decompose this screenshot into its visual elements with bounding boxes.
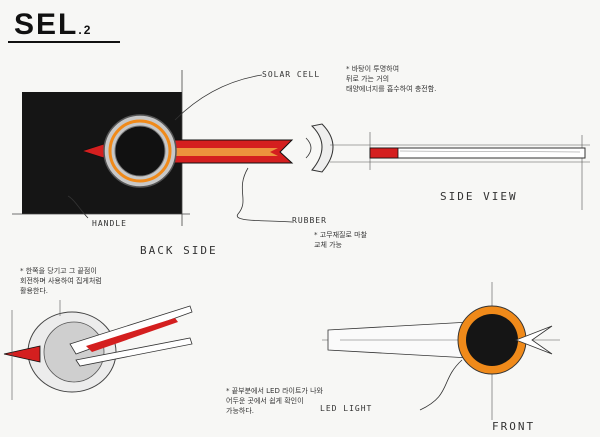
persp-inner — [43, 321, 105, 383]
rubber-pointer — [236, 167, 293, 223]
handle-pointer — [67, 195, 89, 219]
solar-cell-pointer — [174, 74, 263, 121]
note-left-line: 회전하며 사용하여 집게처럼 — [20, 277, 102, 285]
sheet-title: SEL.2 — [14, 8, 92, 42]
label-front: FRONT — [492, 420, 536, 433]
persp-left-tip — [3, 345, 41, 363]
sheet-title-sub: .2 — [78, 23, 93, 37]
note-led-line: 어두운 곳에서 쉽게 확인이 — [226, 397, 304, 405]
label-led-light: LED LIGHT — [320, 404, 373, 413]
back-ring-inner — [114, 125, 166, 177]
note-rubber-line: 교체 가능 — [314, 241, 342, 249]
note-solar-line: 뒤로 가는 거의 — [346, 75, 390, 83]
label-side-view: SIDE VIEW — [440, 190, 518, 203]
note-solar-line: * 바탕이 투명하여 — [346, 65, 400, 73]
note-solar: * 바탕이 투명하여 뒤로 가는 거의 태양에너지를 흡수하여 충전함. — [346, 64, 436, 94]
note-rubber-line: * 고무재질로 마찰 — [314, 231, 368, 239]
rubber-cap-inner — [305, 137, 312, 159]
note-left-line: 활용한다. — [20, 287, 48, 295]
front-tip-notch — [514, 325, 553, 355]
side-view-hatch — [399, 150, 581, 153]
note-left: * 한쪽을 당기고 그 끝점이 회전하며 사용하여 집게처럼 활용한다. — [20, 266, 102, 296]
label-solar-cell: SOLAR CELL — [262, 70, 321, 79]
back-ring-orange — [108, 119, 172, 183]
note-left-line: * 한쪽을 당기고 그 끝점이 — [20, 267, 97, 275]
persp-blade-lower — [75, 337, 193, 367]
label-back-side: BACK SIDE — [140, 244, 218, 257]
sheet-title-main: SEL — [14, 8, 79, 41]
persp-blade-red — [86, 318, 178, 352]
note-led-line: 가능하다. — [226, 407, 254, 415]
note-led: * 끝부분에서 LED 라이트가 나와 어두운 곳에서 쉽게 확인이 가능하다. — [226, 386, 323, 416]
note-led-line: * 끝부분에서 LED 라이트가 나와 — [226, 387, 323, 395]
led-light-pointer — [419, 359, 463, 411]
note-rubber: * 고무재질로 마찰 교체 가능 — [314, 230, 367, 250]
side-view-red-end — [369, 147, 399, 159]
rubber-cap — [310, 123, 334, 173]
side-view-body — [369, 147, 586, 159]
label-handle: HANDLE — [92, 219, 127, 228]
label-rubber: RUBBER — [292, 216, 327, 225]
back-blade-orange-stripe — [150, 148, 278, 156]
note-solar-line: 태양에너지를 흡수하여 충전함. — [346, 85, 437, 93]
front-ring-inner — [466, 314, 518, 366]
